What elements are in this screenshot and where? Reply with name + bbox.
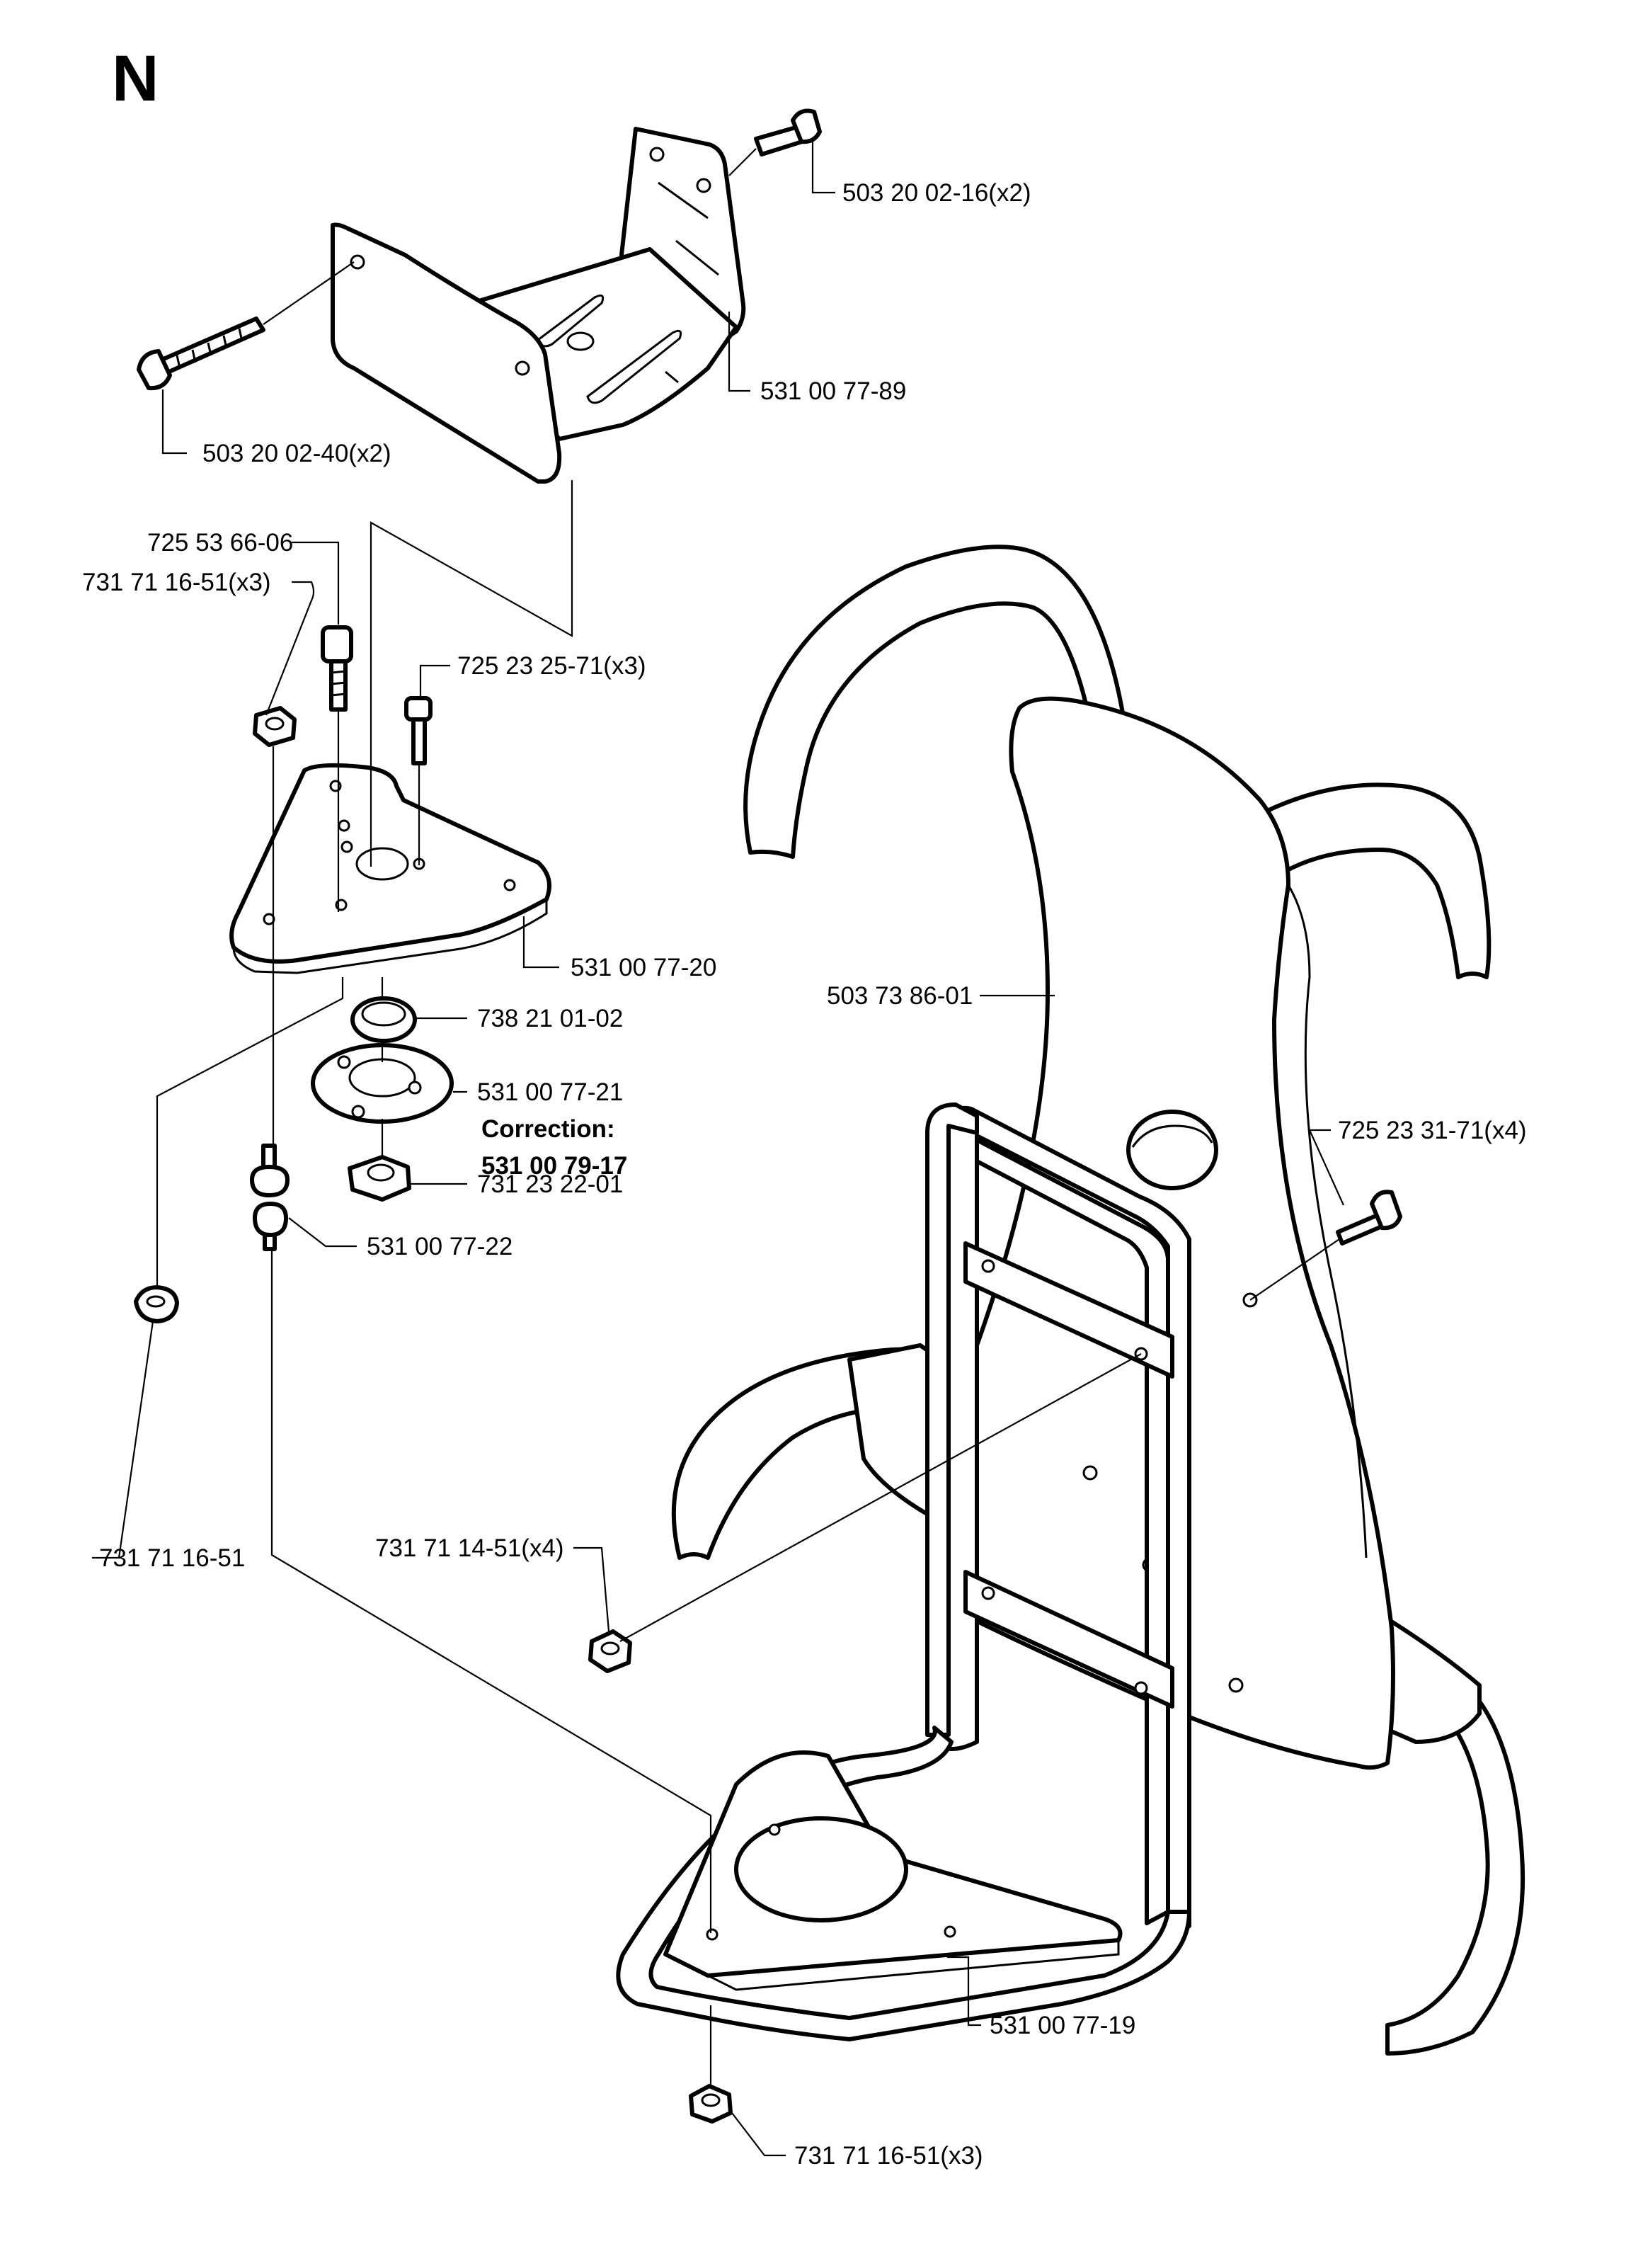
- nut-731-71-16-51-bottom: [689, 2084, 733, 2124]
- bracket-531-00-77-89: [331, 127, 746, 484]
- screw-725-23-31-71: [1336, 1190, 1402, 1246]
- screw-725-23-25-71: [404, 696, 433, 765]
- bolt-503-20-02-40: [137, 261, 355, 391]
- label-731-71-16-51-x3-bottom: 731 71 16-51(x3): [794, 2142, 983, 2170]
- label-531-00-77-21: 531 00 77-21: [477, 1078, 623, 1106]
- screw-725-53-66-06: [321, 625, 353, 712]
- damper-531-00-77-22: [250, 1144, 290, 1251]
- correction-label: Correction:: [481, 1115, 615, 1143]
- washer-531-00-77-21: [311, 1043, 454, 1124]
- nut-731-71-16-51-top: [253, 706, 297, 747]
- assembly-lines: [156, 480, 1340, 2086]
- label-725-23-31-71: 725 23 31-71(x4): [1338, 1117, 1527, 1144]
- label-531-00-77-20: 531 00 77-20: [571, 954, 716, 981]
- plate-531-00-77-20: [229, 763, 551, 974]
- label-725-23-25-71: 725 23 25-71(x3): [457, 652, 646, 680]
- label-738-21-01-02: 738 21 01-02: [477, 1005, 623, 1032]
- correction-number: 531 00 79-17: [481, 1152, 627, 1180]
- label-503-20-02-16: 503 20 02-16(x2): [842, 179, 1031, 207]
- nut-731-71-16-51-left: [134, 1285, 179, 1323]
- label-731-71-16-51-x3-top: 731 71 16-51(x3): [82, 569, 271, 596]
- label-531-00-77-89: 531 00 77-89: [760, 377, 906, 405]
- callout-leaders: [92, 140, 1345, 2157]
- label-531-00-77-22: 531 00 77-22: [367, 1233, 513, 1260]
- nut-731-23-22-01: [348, 1155, 411, 1202]
- section-letter: N: [112, 42, 159, 115]
- frame-531-00-77-19: [616, 1102, 1191, 2041]
- bearing-738-21-01-02: [350, 996, 417, 1043]
- label-725-53-66-06: 725 53 66-06: [147, 529, 293, 557]
- label-531-00-77-19: 531 00 77-19: [990, 2012, 1135, 2039]
- label-731-71-16-51: 731 71 16-51: [99, 1544, 245, 1572]
- label-731-71-14-51: 731 71 14-51(x4): [375, 1534, 564, 1562]
- label-503-20-02-40: 503 20 02-40(x2): [202, 440, 391, 467]
- part-labels: 503 20 02-16(x2) 531 00 77-89 503 20 02-…: [82, 179, 1527, 2170]
- bolt-503-20-02-16: [728, 108, 822, 176]
- label-731-23-22-01: 731 23 22-01: [477, 1170, 623, 1198]
- nut-731-71-14-51: [588, 1629, 632, 1673]
- label-503-73-86-01: 503 73 86-01: [827, 982, 973, 1010]
